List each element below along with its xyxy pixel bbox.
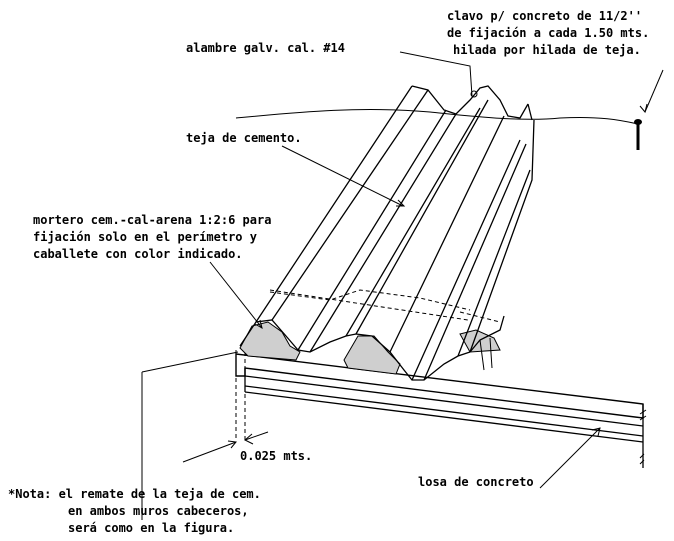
- mortar-label: mortero cem.-cal-arena 1:2:6 para fijaci…: [33, 213, 272, 261]
- wall-reference-lines: [235, 289, 501, 440]
- cement-tile: [239, 85, 535, 381]
- concrete-slab: [235, 353, 647, 468]
- leader-lines: [141, 51, 664, 520]
- note-label: *Nota: el remate de la teja de cem. en a…: [8, 487, 261, 535]
- concrete-nail: [634, 119, 642, 150]
- slab-label: losa de concreto: [418, 475, 534, 489]
- dimension-label: 0.025 mts.: [240, 449, 313, 463]
- decor-marks: [639, 453, 645, 465]
- galvanized-wire: [235, 90, 639, 125]
- wire-label: alambre galv. cal. #14: [186, 41, 345, 55]
- tile-label: teja de cemento.: [186, 131, 302, 145]
- nail-label: clavo p/ concreto de 11/2'' de fijación …: [447, 9, 650, 57]
